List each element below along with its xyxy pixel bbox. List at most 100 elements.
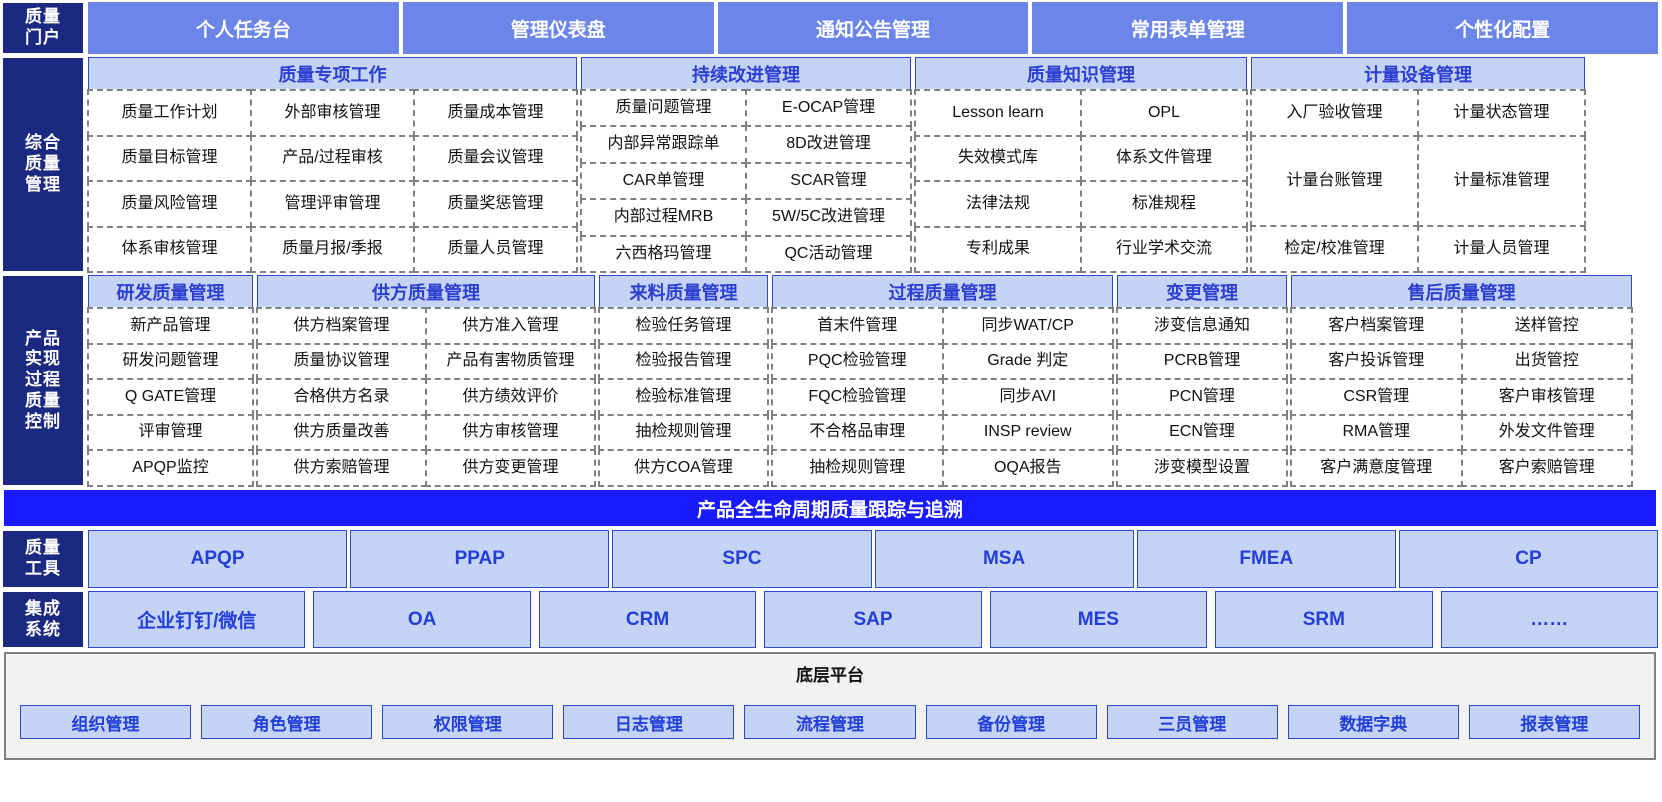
integration-dingtalk-wechat[interactable]: 企业钉钉/微信 bbox=[88, 591, 306, 648]
module-cell[interactable]: RMA管理 bbox=[1290, 413, 1463, 452]
module-cell[interactable]: 质量奖惩管理 bbox=[413, 180, 578, 228]
module-cell[interactable]: 涉变模型设置 bbox=[1116, 449, 1288, 487]
module-cell[interactable]: 供方质量改善 bbox=[256, 413, 427, 452]
module-cell[interactable]: 入厂验收管理 bbox=[1250, 89, 1419, 137]
module-cell[interactable]: 检验任务管理 bbox=[598, 307, 769, 345]
portal-tab-personal-task[interactable]: 个人任务台 bbox=[88, 2, 399, 54]
portal-tab-personalization[interactable]: 个性化配置 bbox=[1347, 2, 1658, 54]
platform-role-management[interactable]: 角色管理 bbox=[201, 705, 373, 739]
tool-msa[interactable]: MSA bbox=[874, 530, 1134, 588]
module-cell[interactable]: Q GATE管理 bbox=[87, 378, 254, 416]
integration-srm[interactable]: SRM bbox=[1215, 591, 1433, 648]
module-cell[interactable]: 供方准入管理 bbox=[425, 307, 596, 345]
module-cell[interactable]: 不合格品审理 bbox=[771, 413, 944, 452]
module-cell[interactable]: 失效模式库 bbox=[914, 134, 1082, 182]
module-cell[interactable]: 外发文件管理 bbox=[1460, 413, 1633, 452]
module-cell[interactable]: 供方COA管理 bbox=[598, 449, 769, 487]
module-cell[interactable]: 客户审核管理 bbox=[1460, 378, 1633, 416]
module-cell[interactable]: OPL bbox=[1080, 89, 1248, 137]
module-cell[interactable]: 质量月报/季报 bbox=[250, 225, 415, 273]
module-cell[interactable]: 检验报告管理 bbox=[598, 342, 769, 381]
module-cell[interactable]: 送样管控 bbox=[1460, 307, 1633, 345]
module-cell[interactable]: 计量台账管理 bbox=[1250, 135, 1419, 227]
module-cell[interactable]: 抽检规则管理 bbox=[771, 449, 944, 487]
tool-cp[interactable]: CP bbox=[1398, 530, 1659, 588]
module-cell[interactable]: 标准规程 bbox=[1080, 180, 1248, 228]
module-cell[interactable]: 质量成本管理 bbox=[413, 89, 578, 137]
platform-report-management[interactable]: 报表管理 bbox=[1468, 705, 1640, 739]
platform-process-management[interactable]: 流程管理 bbox=[744, 705, 916, 739]
tool-apqp[interactable]: APQP bbox=[88, 530, 348, 588]
module-cell[interactable]: 管理评审管理 bbox=[250, 180, 415, 228]
portal-tab-management-dashboard[interactable]: 管理仪表盘 bbox=[402, 2, 714, 54]
module-cell[interactable]: 客户档案管理 bbox=[1290, 307, 1463, 345]
platform-backup-management[interactable]: 备份管理 bbox=[925, 705, 1097, 739]
module-cell[interactable]: 研发问题管理 bbox=[87, 342, 254, 381]
platform-org-management[interactable]: 组织管理 bbox=[20, 705, 192, 739]
integration-sap[interactable]: SAP bbox=[764, 591, 982, 648]
module-cell[interactable]: 客户索赔管理 bbox=[1460, 449, 1633, 487]
module-cell[interactable]: 8D改进管理 bbox=[745, 125, 912, 164]
module-cell[interactable]: QC活动管理 bbox=[745, 234, 912, 274]
module-cell[interactable]: 供方审核管理 bbox=[425, 413, 596, 452]
module-cell[interactable]: 体系文件管理 bbox=[1080, 134, 1248, 182]
platform-data-dictionary[interactable]: 数据字典 bbox=[1287, 705, 1459, 739]
module-cell[interactable]: APQP监控 bbox=[87, 449, 254, 487]
module-cell[interactable]: 产品/过程审核 bbox=[250, 134, 415, 182]
module-cell[interactable]: E-OCAP管理 bbox=[745, 89, 912, 128]
tool-ppap[interactable]: PPAP bbox=[350, 530, 610, 588]
module-cell[interactable]: 涉变信息通知 bbox=[1116, 307, 1288, 345]
module-cell[interactable]: 抽检规则管理 bbox=[598, 413, 769, 452]
module-cell[interactable]: 供方绩效评价 bbox=[425, 378, 596, 416]
module-cell[interactable]: 内部异常跟踪单 bbox=[580, 125, 747, 164]
module-cell[interactable]: 质量目标管理 bbox=[87, 134, 252, 182]
tool-fmea[interactable]: FMEA bbox=[1136, 530, 1396, 588]
module-cell[interactable]: ECN管理 bbox=[1116, 413, 1288, 452]
module-cell[interactable]: 客户满意度管理 bbox=[1290, 449, 1463, 487]
module-cell[interactable]: 供方档案管理 bbox=[256, 307, 427, 345]
module-cell[interactable]: 合格供方名录 bbox=[256, 378, 427, 416]
module-cell[interactable]: CSR管理 bbox=[1290, 378, 1463, 416]
module-cell[interactable]: 同步AVI bbox=[941, 378, 1114, 416]
module-cell[interactable]: 5W/5C改进管理 bbox=[745, 198, 912, 237]
module-cell[interactable]: 法律法规 bbox=[914, 180, 1082, 228]
module-cell[interactable]: PQC检验管理 bbox=[771, 342, 944, 381]
module-cell[interactable]: 内部过程MRB bbox=[580, 198, 747, 237]
integration-mes[interactable]: MES bbox=[989, 591, 1208, 648]
module-cell[interactable]: Lesson learn bbox=[914, 89, 1082, 137]
integration-crm[interactable]: CRM bbox=[538, 591, 757, 648]
module-cell[interactable]: Grade 判定 bbox=[941, 342, 1114, 381]
module-cell[interactable]: 出货管控 bbox=[1460, 342, 1633, 381]
module-cell[interactable]: 质量会议管理 bbox=[413, 134, 578, 182]
module-cell[interactable]: SCAR管理 bbox=[745, 161, 912, 201]
platform-permission-management[interactable]: 权限管理 bbox=[382, 705, 554, 739]
module-cell[interactable]: 同步WAT/CP bbox=[941, 307, 1114, 345]
module-cell[interactable]: 质量协议管理 bbox=[256, 342, 427, 381]
module-cell[interactable]: 外部审核管理 bbox=[250, 89, 415, 137]
module-cell[interactable]: 客户投诉管理 bbox=[1290, 342, 1463, 381]
module-cell[interactable]: 计量标准管理 bbox=[1417, 135, 1586, 227]
module-cell[interactable]: FQC检验管理 bbox=[771, 378, 944, 416]
module-cell[interactable]: 计量人员管理 bbox=[1417, 225, 1586, 273]
module-cell[interactable]: 质量问题管理 bbox=[580, 89, 747, 128]
module-cell[interactable]: INSP review bbox=[941, 413, 1114, 452]
module-cell[interactable]: 首末件管理 bbox=[771, 307, 944, 345]
module-cell[interactable]: 质量人员管理 bbox=[413, 225, 578, 273]
module-cell[interactable]: 体系审核管理 bbox=[87, 225, 252, 273]
module-cell[interactable]: PCRB管理 bbox=[1116, 342, 1288, 381]
portal-tab-notice-announcement[interactable]: 通知公告管理 bbox=[717, 2, 1029, 54]
integration-oa[interactable]: OA bbox=[313, 591, 531, 648]
module-cell[interactable]: 供方变更管理 bbox=[425, 449, 596, 487]
tool-spc[interactable]: SPC bbox=[612, 530, 872, 588]
module-cell[interactable]: 质量风险管理 bbox=[87, 180, 252, 228]
module-cell[interactable]: 专利成果 bbox=[914, 225, 1082, 273]
platform-three-member-management[interactable]: 三员管理 bbox=[1106, 705, 1278, 739]
module-cell[interactable]: 检验标准管理 bbox=[598, 378, 769, 416]
module-cell[interactable]: 行业学术交流 bbox=[1080, 225, 1248, 273]
portal-tab-common-forms[interactable]: 常用表单管理 bbox=[1032, 2, 1344, 54]
module-cell[interactable]: 计量状态管理 bbox=[1417, 89, 1586, 137]
module-cell[interactable]: 质量工作计划 bbox=[87, 89, 252, 137]
module-cell[interactable]: OQA报告 bbox=[941, 449, 1114, 487]
module-cell[interactable]: 新产品管理 bbox=[87, 307, 254, 345]
module-cell[interactable]: 产品有害物质管理 bbox=[425, 342, 596, 381]
